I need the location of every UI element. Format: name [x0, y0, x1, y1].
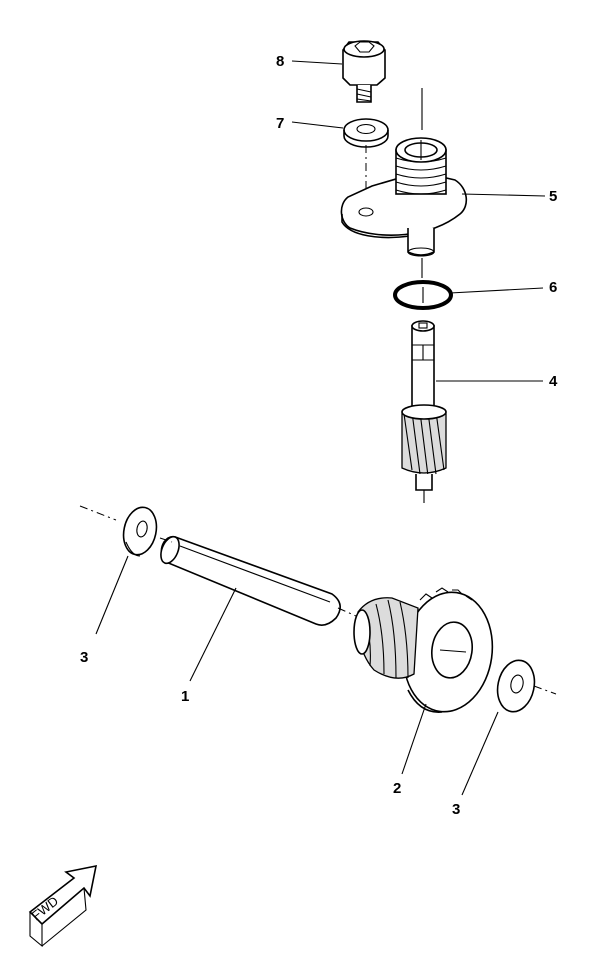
part-1-shaft	[160, 535, 341, 626]
part-2-gear	[353, 587, 494, 713]
callout-6: 6	[549, 279, 557, 296]
callout-3-right: 3	[452, 801, 460, 818]
part-6-o-ring	[393, 280, 453, 310]
part-7-washer	[343, 118, 389, 148]
callout-7: 7	[276, 115, 284, 132]
part-4-pinion-shaft	[401, 320, 447, 491]
part-8-bolt	[342, 40, 386, 103]
callout-2: 2	[393, 780, 401, 797]
callout-8: 8	[276, 53, 284, 70]
callout-5: 5	[549, 188, 557, 205]
part-3-washer-right	[496, 659, 536, 713]
part-3-washer-left	[122, 506, 158, 557]
callout-3-left: 3	[80, 649, 88, 666]
callout-1: 1	[181, 688, 189, 705]
callout-labels: 8 7 5 6 4 3 1 2 3	[80, 53, 558, 818]
forward-arrow-icon: FWD	[29, 864, 98, 948]
leader-lines	[95, 60, 546, 796]
part-5-housing	[340, 137, 468, 257]
callout-4: 4	[549, 373, 558, 390]
